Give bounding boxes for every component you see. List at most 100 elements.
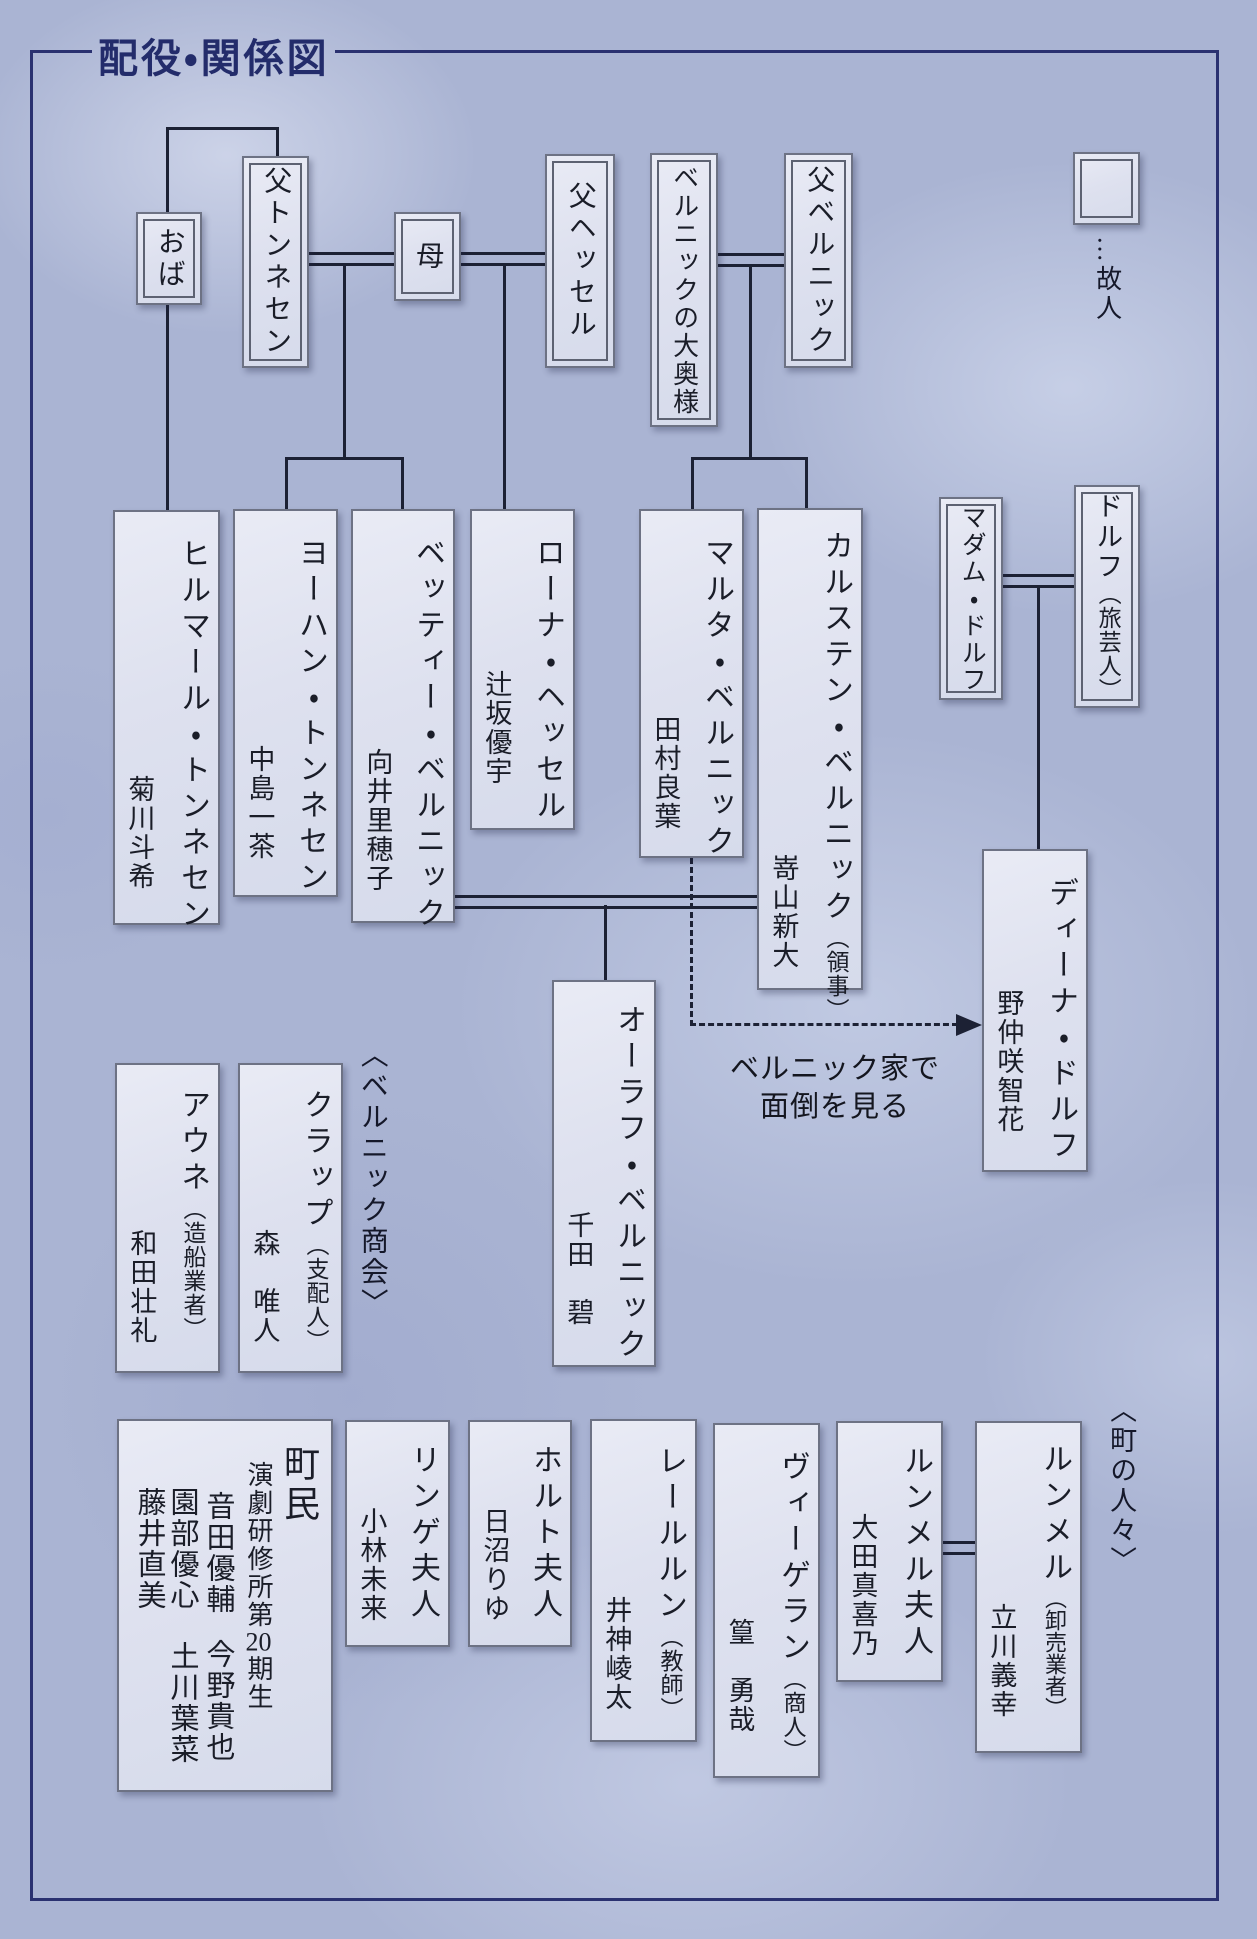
care-annotation-line1: ベルニック家で bbox=[729, 1053, 940, 1085]
character-name: ベッティー・ベルニック bbox=[411, 537, 444, 933]
person-box-lynge-wife: リンゲ夫人 小林未来 bbox=[345, 1420, 450, 1647]
person-box-madam-dorf: マダム・ドルフ bbox=[939, 497, 1003, 700]
person-box-father-hessel: 父ヘッセル bbox=[545, 154, 615, 368]
character-name: 父トンネセン bbox=[260, 166, 292, 358]
character-name: ヴィーゲラン bbox=[776, 1451, 809, 1667]
character-name: 町民 bbox=[279, 1445, 319, 1525]
person-box-holt-wife: ホルト夫人 日沼りゆ bbox=[468, 1420, 572, 1647]
character-role: （卸売業者） bbox=[1042, 1587, 1067, 1719]
character-name: ドルフ bbox=[1092, 491, 1123, 582]
frame-top-left-segment bbox=[30, 50, 92, 53]
townsfolk-subtitle: 演劇研修所第20期生 bbox=[244, 1461, 273, 1711]
actor-name: 野仲咲智花 bbox=[993, 989, 1024, 1134]
actor-name: 千田 碧 bbox=[563, 1211, 594, 1327]
character-name: リンゲ夫人 bbox=[406, 1444, 439, 1624]
line-to-dina bbox=[1037, 585, 1040, 851]
line-to-johan bbox=[285, 457, 288, 512]
townsfolk-subtitle-pre: 演劇研修所第 bbox=[244, 1461, 273, 1629]
character-name: マルタ・ベルニック bbox=[700, 537, 733, 861]
actor-name: 菊川斗希 bbox=[124, 775, 155, 891]
character-name: ホルト夫人 bbox=[528, 1444, 561, 1624]
character-role: （支配人） bbox=[303, 1233, 328, 1353]
actor-name: 向井里穂子 bbox=[362, 748, 393, 893]
frame-left-border bbox=[30, 50, 33, 1901]
person-box-dorf: ドルフ（旅芸人） bbox=[1074, 485, 1140, 708]
actor-name: 森 唯人 bbox=[249, 1229, 280, 1345]
line-aunt-to-hilmar bbox=[166, 303, 169, 512]
character-name: ルンメル夫人 bbox=[899, 1445, 932, 1661]
townsfolk-member: 園部優心 bbox=[166, 1487, 198, 1611]
care-arrow-head-icon bbox=[956, 1014, 982, 1036]
dashed-line-martha-care-vertical bbox=[690, 858, 693, 1026]
actor-name: 井神崚太 bbox=[601, 1596, 632, 1712]
townsfolk-subtitle-post: 期生 bbox=[244, 1655, 273, 1711]
character-name: マダム・ドルフ bbox=[958, 504, 986, 693]
person-box-vigeland: ヴィーゲラン（商人） 篁 勇哉 bbox=[713, 1423, 820, 1778]
character-name: ヒルマール・トンネセン bbox=[176, 538, 209, 934]
care-annotation-line2: 面倒を見る bbox=[759, 1091, 910, 1123]
person-box-johan: ヨーハン・トンネセン 中島一茶 bbox=[233, 509, 338, 897]
person-box-olaf: オーラフ・ベルニック 千田 碧 bbox=[552, 980, 656, 1367]
character-role: （教師） bbox=[657, 1625, 682, 1721]
line-tonnesen-children-drop bbox=[343, 263, 346, 460]
character-name: 父ベルニック bbox=[803, 164, 835, 357]
character-role: （旅芸人） bbox=[1095, 581, 1121, 702]
person-box-father-tonnesen: 父トンネセン bbox=[242, 156, 309, 368]
frame-bottom-border bbox=[30, 1898, 1219, 1901]
character-name: クラップ bbox=[299, 1089, 332, 1233]
character-name: 母 bbox=[412, 240, 444, 273]
character-name: おば bbox=[153, 226, 185, 291]
character-name: オーラフ・ベルニック bbox=[612, 1004, 645, 1364]
line-bracket-to-father-tonnesen bbox=[276, 127, 279, 158]
person-box-rorlund: レールルン（教師） 井神崚太 bbox=[590, 1419, 697, 1742]
frame-top-right-segment bbox=[335, 50, 1219, 53]
care-annotation: ベルニック家で 面倒を見る bbox=[690, 1050, 980, 1126]
person-box-krap: クラップ（支配人） 森 唯人 bbox=[238, 1063, 343, 1373]
character-name: ヨーハン・トンネセン bbox=[294, 537, 327, 897]
person-box-bernick-dowager: ベルニックの大奥様 bbox=[650, 153, 718, 427]
marriage-line-tonnesen-mother bbox=[309, 252, 394, 266]
actor-name: 中島一茶 bbox=[244, 745, 275, 861]
character-role: （商人） bbox=[780, 1667, 805, 1763]
person-box-rummel-wife: ルンメル夫人 大田真喜乃 bbox=[836, 1421, 943, 1682]
group-label-bernick-company: 〈ベルニック商会〉 bbox=[356, 1040, 388, 1319]
actor-name: 辻坂優宇 bbox=[481, 670, 512, 786]
line-to-martha bbox=[691, 457, 694, 512]
townsfolk-member: 土川葉菜 bbox=[166, 1641, 198, 1765]
actor-name: 小林未来 bbox=[356, 1507, 387, 1623]
character-name: ローナ・ヘッセル bbox=[531, 537, 564, 825]
person-box-mother: 母 bbox=[394, 212, 461, 301]
line-to-karsten bbox=[805, 457, 808, 512]
townsfolk-member: 藤井直美 bbox=[133, 1487, 165, 1611]
line-to-olaf bbox=[604, 905, 607, 982]
actor-name: 立川義幸 bbox=[986, 1603, 1017, 1719]
person-box-aunt: おば bbox=[136, 212, 202, 305]
character-role: （領事） bbox=[823, 926, 848, 1022]
person-box-father-bernick: 父ベルニック bbox=[784, 153, 853, 368]
person-box-hilmar: ヒルマール・トンネセン 菊川斗希 bbox=[113, 510, 220, 934]
dashed-line-martha-care-horizontal bbox=[690, 1023, 958, 1026]
character-name: アウネ bbox=[176, 1089, 209, 1197]
legend-deceased-box bbox=[1073, 152, 1140, 225]
character-name: ルンメル bbox=[1038, 1443, 1071, 1587]
actor-name: 和田壮礼 bbox=[126, 1229, 157, 1345]
group-label-townspeople: 〈町の人々〉 bbox=[1106, 1396, 1137, 1576]
character-name: レールルン bbox=[653, 1445, 686, 1625]
line-bernick-children-bar bbox=[691, 457, 808, 460]
line-to-lona bbox=[503, 263, 506, 512]
line-tonnesen-children-bar bbox=[285, 457, 404, 460]
page-title: 配役・関係図 bbox=[98, 36, 330, 81]
person-box-rummel: ルンメル（卸売業者） 立川義幸 bbox=[975, 1421, 1082, 1753]
legend-deceased-label: …故人 bbox=[1092, 236, 1122, 323]
actor-name: 田村良葉 bbox=[650, 715, 681, 831]
person-box-karsten: カルステン・ベルニック（領事） 嵜山新大 bbox=[757, 508, 863, 1022]
townsfolk-member: 今野貴也 bbox=[202, 1639, 234, 1763]
frame-right-border bbox=[1216, 50, 1219, 1901]
character-name: ディーナ・ドルフ bbox=[1044, 877, 1077, 1165]
line-bernick-children-drop bbox=[749, 264, 752, 460]
person-box-dina: ディーナ・ドルフ 野仲咲智花 bbox=[982, 849, 1088, 1172]
character-name: 父ヘッセル bbox=[564, 181, 596, 341]
line-to-betty bbox=[401, 457, 404, 512]
person-box-lona: ローナ・ヘッセル 辻坂優宇 bbox=[470, 509, 575, 830]
character-name: ベルニックの大奥様 bbox=[669, 164, 699, 416]
